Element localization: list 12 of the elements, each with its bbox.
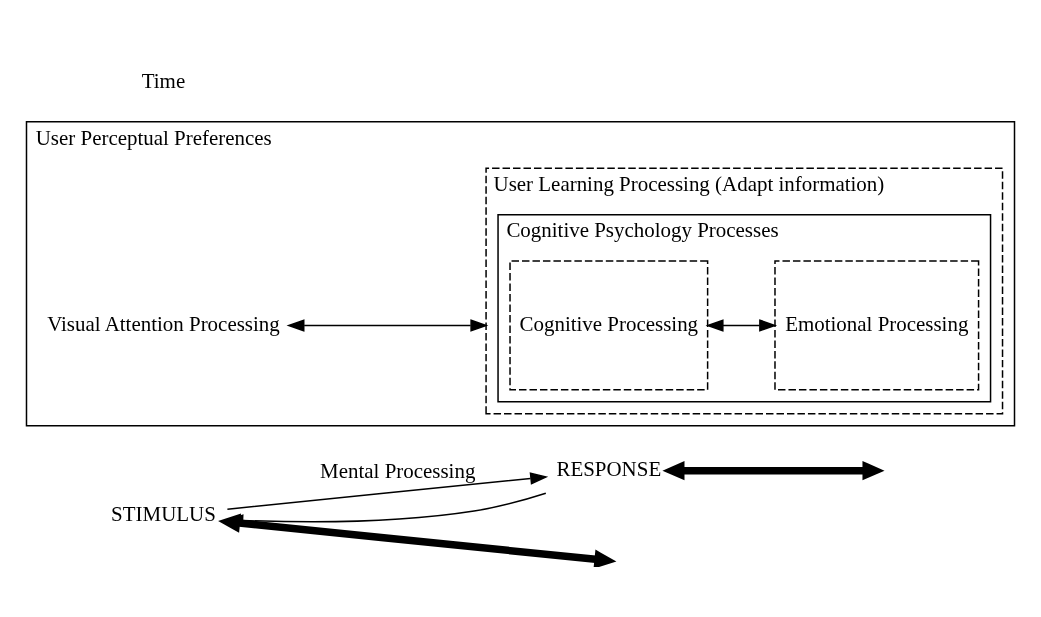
- node-text: RESPONSE: [556, 457, 662, 482]
- arrow: [705, 319, 778, 332]
- node-text: STIMULUS: [111, 502, 216, 527]
- node-box: Cognitive Processing: [509, 260, 709, 391]
- arrow: [226, 472, 549, 510]
- edge-label: Mental Processing: [320, 459, 476, 484]
- arrow: [662, 461, 885, 481]
- node-box: Emotional Processing: [774, 260, 980, 391]
- arrow: [286, 319, 489, 332]
- arrow: [218, 513, 617, 567]
- label: Time: [141, 69, 186, 94]
- node-text: Visual Attention Processing: [47, 311, 280, 336]
